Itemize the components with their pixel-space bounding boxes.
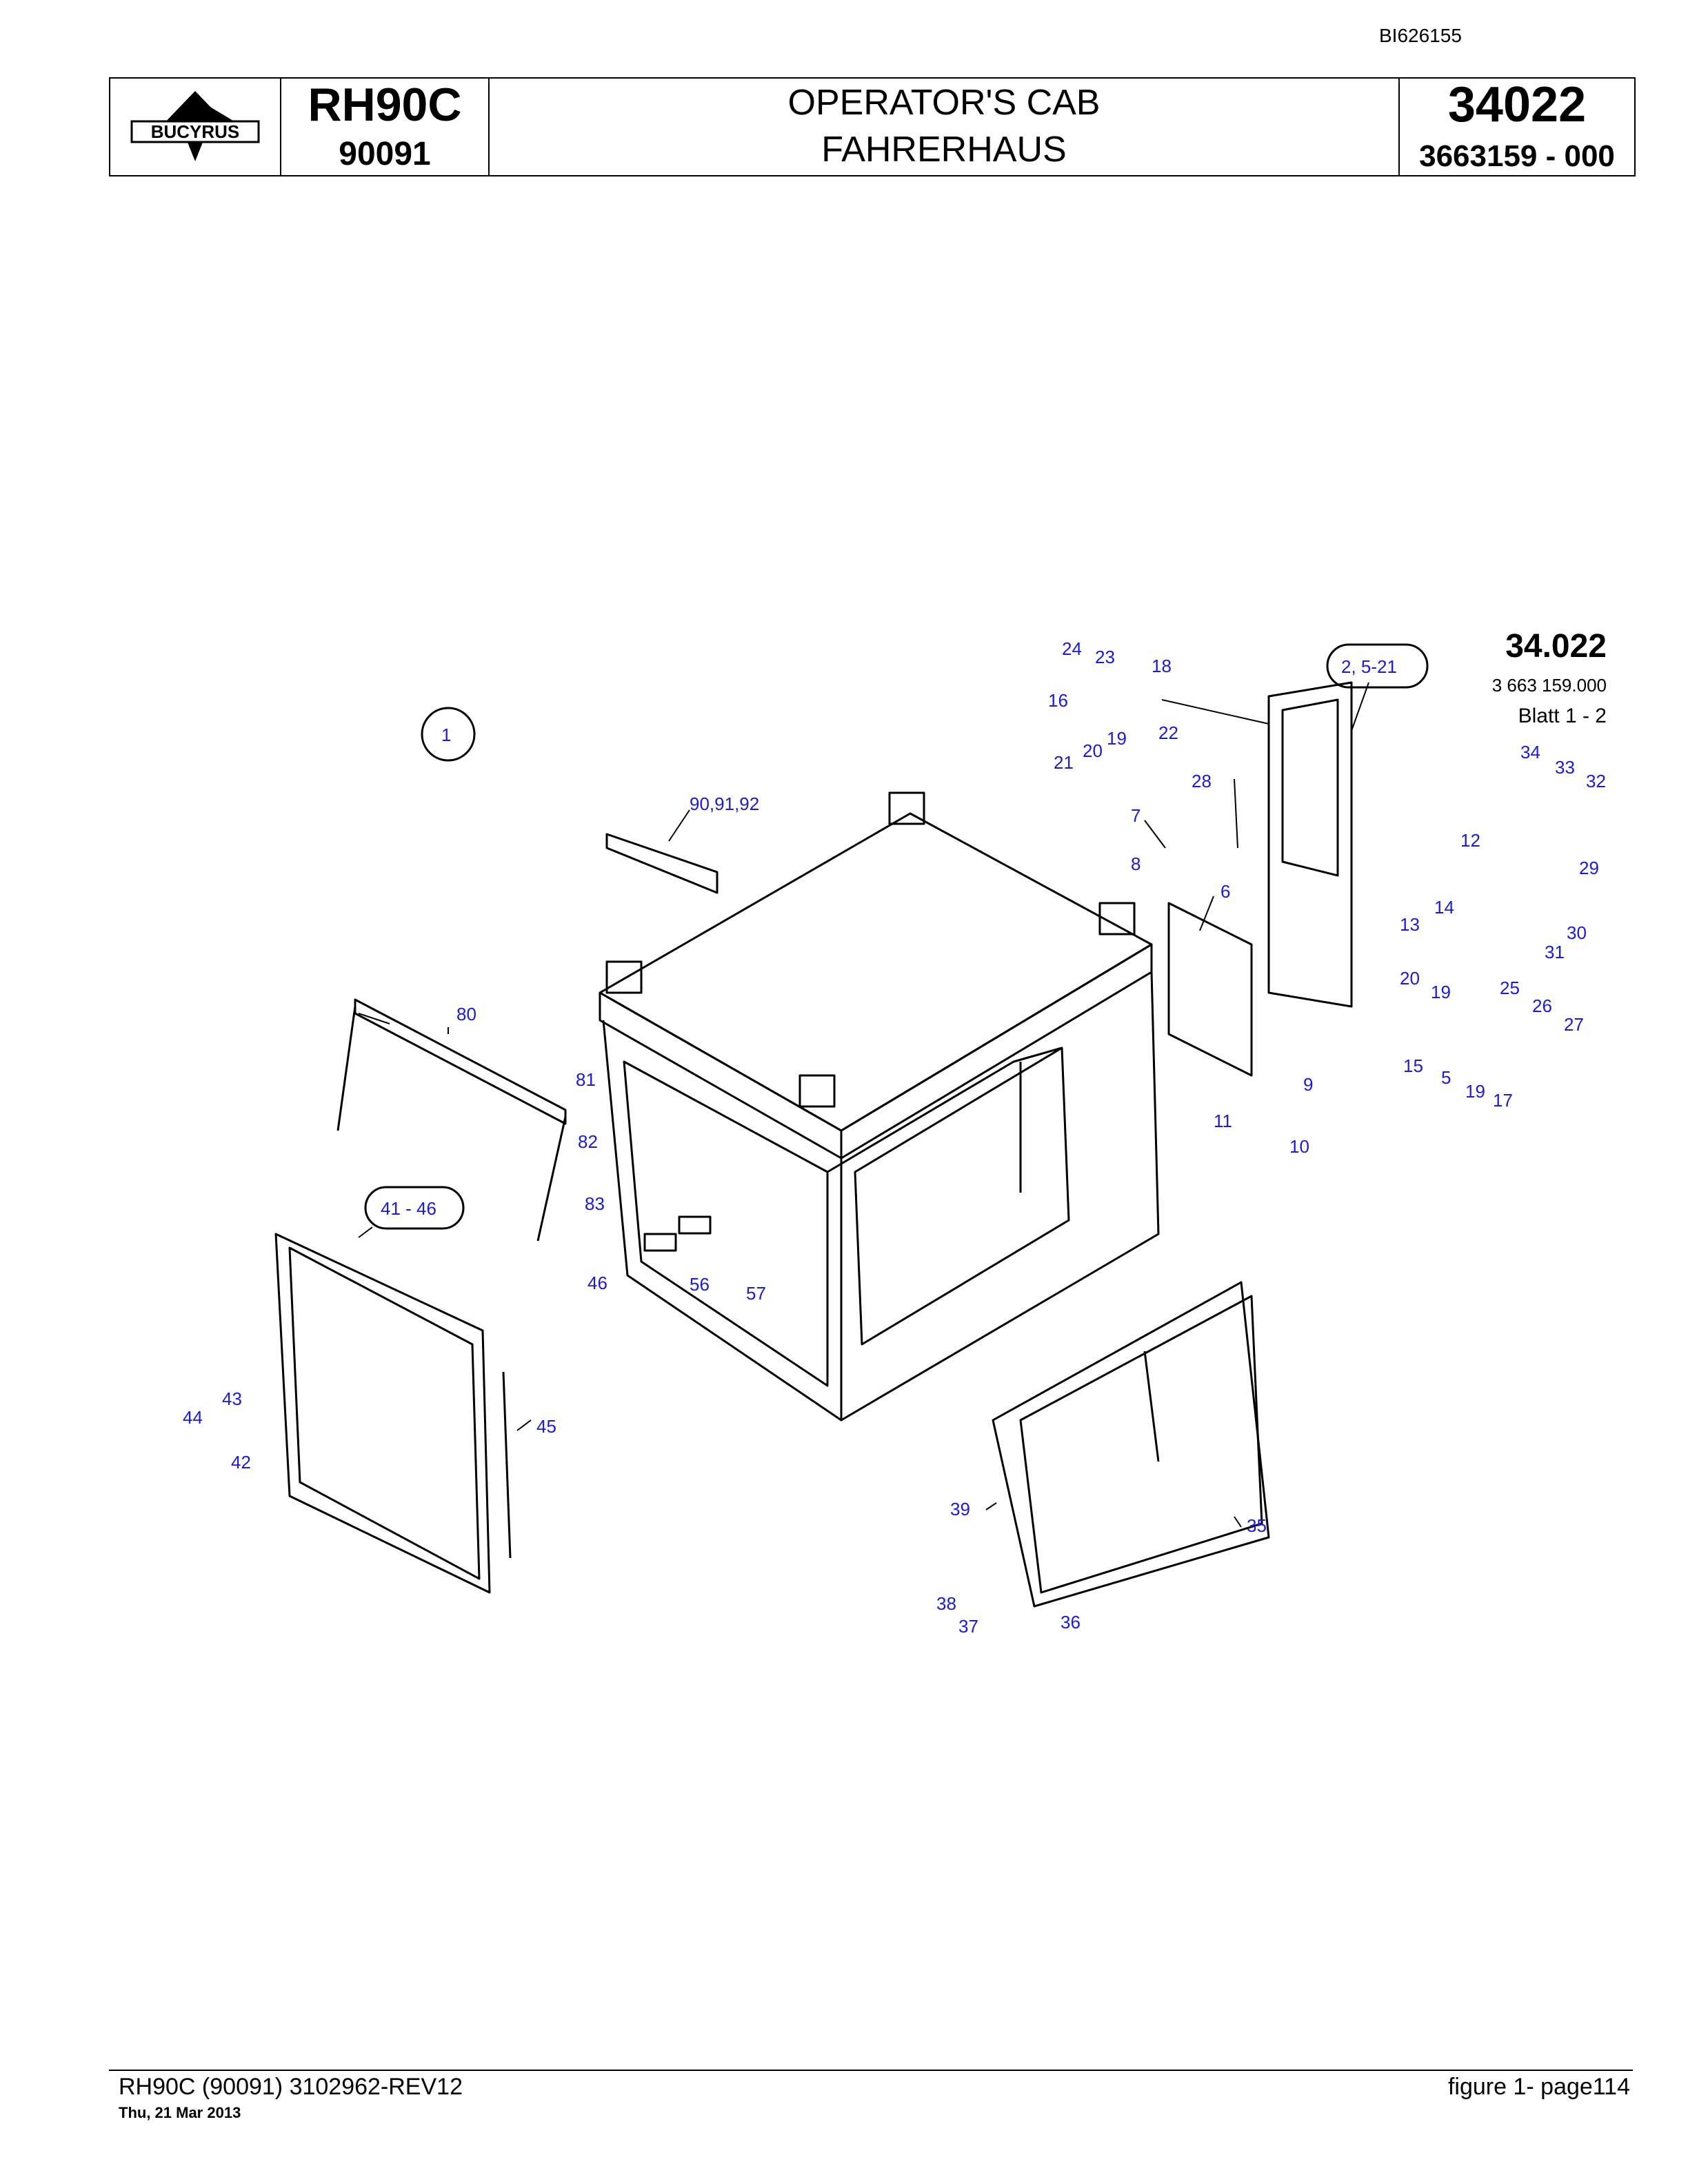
roof-trim-drawing (605, 833, 719, 894)
title-block: BUCYRUS RH90C 90091 OPERATOR'S CAB FAHRE… (109, 77, 1636, 176)
title-german: FAHRERHAUS (821, 130, 1067, 170)
callout-n19b: 19 (1431, 982, 1451, 1002)
title-cell: OPERATOR'S CAB FAHRERHAUS (490, 79, 1400, 175)
callout-n34: 34 (1520, 742, 1540, 762)
callout-n24: 24 (1062, 638, 1082, 659)
callout-n39: 39 (950, 1499, 970, 1519)
footer-date: Thu, 21 Mar 2013 (119, 2104, 241, 2121)
callout-n35: 35 (1247, 1515, 1267, 1536)
callout-n5: 5 (1441, 1067, 1451, 1088)
callout-n17: 17 (1493, 1090, 1513, 1111)
callout-n25: 25 (1500, 978, 1520, 998)
callout-n43: 43 (222, 1388, 242, 1409)
door-drawing (1167, 681, 1353, 1077)
callout-n37: 37 (958, 1616, 978, 1637)
callout-n14: 14 (1434, 897, 1454, 918)
sheet-part-number: 3 663 159.000 (1491, 675, 1607, 696)
callout-n46: 46 (587, 1273, 607, 1293)
model-cell: RH90C 90091 (281, 79, 490, 175)
callout-n81: 81 (576, 1069, 596, 1090)
side-window-drawing (992, 1281, 1270, 1608)
callout-n22: 22 (1158, 722, 1178, 743)
callout-n29: 29 (1579, 858, 1599, 878)
callout-n19c: 19 (1465, 1081, 1485, 1102)
callout-n30: 30 (1567, 922, 1587, 943)
sheet-number: 34.022 (1505, 628, 1607, 665)
callout-n27: 27 (1564, 1014, 1584, 1035)
footer-page: figure 1- page114 (1447, 2074, 1630, 2100)
model-code: 90091 (339, 135, 431, 172)
footer-reference: RH90C (90091) 3102962-REV12 (119, 2074, 463, 2100)
callout-n80: 80 (456, 1004, 476, 1024)
callout-n20b: 20 (1400, 968, 1420, 989)
callout-n36: 36 (1061, 1612, 1081, 1632)
callout-n11: 11 (1214, 1111, 1232, 1131)
sheet-blatt: Blatt 1 - 2 (1518, 705, 1607, 727)
callout-n21: 21 (1054, 752, 1074, 773)
callout-n26: 26 (1532, 995, 1552, 1016)
document-id: BI626155 (1379, 25, 1462, 46)
callout-n44: 44 (183, 1407, 203, 1428)
model-name: RH90C (308, 78, 462, 131)
callout-n9: 9 (1303, 1074, 1313, 1095)
callout-1: 1 (441, 725, 451, 745)
callout-n13: 13 (1400, 914, 1420, 935)
callout-n83: 83 (585, 1193, 605, 1214)
callout-n23: 23 (1095, 647, 1115, 667)
windshield-drawing (274, 1233, 512, 1594)
callout-n38: 38 (936, 1593, 956, 1614)
callout-n7: 7 (1131, 805, 1141, 826)
svg-text:BUCYRUS: BUCYRUS (151, 121, 240, 142)
callout-n33: 33 (1555, 757, 1575, 778)
sunshade-drawing (336, 998, 567, 1242)
callout-n31: 31 (1545, 942, 1565, 962)
callout-n45: 45 (536, 1416, 556, 1437)
callout-n18: 18 (1152, 656, 1172, 676)
callout-n10: 10 (1289, 1136, 1309, 1157)
group-number: 34022 (1447, 77, 1587, 132)
cab-body-drawing (599, 791, 1160, 1422)
callout-n16: 16 (1048, 690, 1068, 711)
callout-n42: 42 (231, 1452, 251, 1473)
part-number: 3663159 - 000 (1419, 139, 1615, 173)
callout-n56: 56 (690, 1274, 710, 1295)
callout-n12: 12 (1460, 830, 1480, 851)
callout-2-21: 2, 5-21 (1341, 656, 1397, 677)
callout-41-46: 41 - 46 (381, 1198, 436, 1219)
callout-n57: 57 (746, 1283, 766, 1304)
callout-n82: 82 (578, 1131, 598, 1152)
callout-n15: 15 (1403, 1055, 1423, 1076)
callout-n19a: 19 (1107, 728, 1127, 749)
part-number-cell: 34022 3663159 - 000 (1400, 79, 1634, 175)
title-english: OPERATOR'S CAB (787, 83, 1101, 123)
sheet-heading: 34.022 3 663 159.000 Blatt 1 - 2 (1448, 627, 1607, 728)
brand-logo: BUCYRUS (110, 79, 281, 175)
bucyrus-logo-icon: BUCYRUS (130, 91, 260, 161)
callout-n32: 32 (1586, 771, 1606, 791)
callout-n28: 28 (1192, 771, 1212, 791)
callout-n20a: 20 (1083, 740, 1103, 761)
callout-90: 90,91,92 (690, 793, 759, 814)
footer-rule (109, 2070, 1633, 2071)
callout-n8: 8 (1131, 853, 1141, 874)
callout-n6: 6 (1220, 881, 1230, 902)
